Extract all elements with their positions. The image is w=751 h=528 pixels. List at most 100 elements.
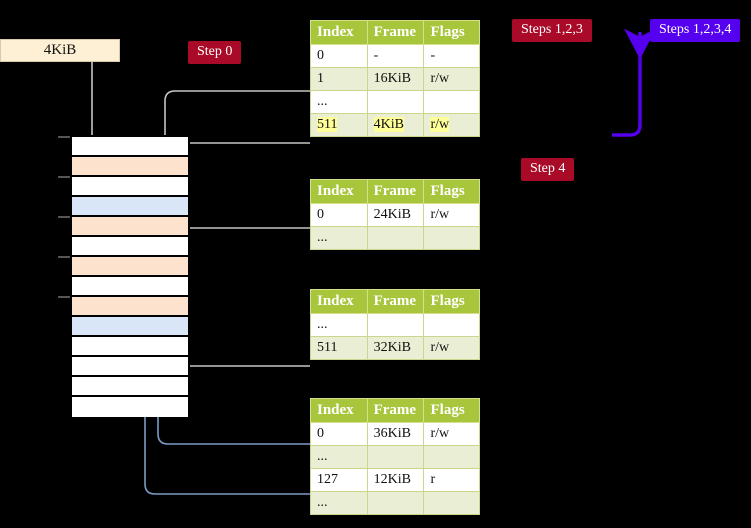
highlighted-value: 511	[317, 117, 338, 132]
table-cell	[366, 90, 425, 114]
badge-step-4: Step 4	[521, 158, 575, 181]
memory-frame-tick	[58, 296, 70, 298]
memory-frame-row	[72, 157, 188, 177]
table-row: ...	[310, 313, 480, 337]
memory-frame-row	[58, 256, 188, 277]
table-cell: 32KiB	[366, 336, 425, 360]
table-cell	[366, 226, 425, 250]
memory-frame-row	[58, 216, 188, 237]
memory-frame-row	[72, 237, 188, 257]
table-cell: -	[423, 44, 480, 68]
memory-frame-tick	[58, 216, 70, 218]
table-cell: r/w	[423, 336, 480, 360]
table-cell: 16KiB	[366, 67, 425, 91]
wire-table2-row0	[177, 227, 310, 265]
memory-frame-row	[72, 277, 188, 297]
memory-frame-row	[72, 357, 188, 377]
memory-frame-tick	[58, 176, 70, 178]
badge-steps-1-2-3: Steps 1,2,3	[512, 19, 592, 42]
table-cell: ...	[310, 445, 368, 469]
table-cell	[423, 445, 480, 469]
block-4kib-label: 4KiB	[43, 42, 77, 58]
table-cell: ...	[310, 226, 368, 250]
table-cell	[366, 313, 425, 337]
table-cell: r/w	[423, 203, 480, 227]
wire-table1-row511	[167, 142, 310, 159]
table-cell: r/w	[423, 113, 480, 137]
wire-violet-loop	[612, 28, 656, 137]
table-cell	[366, 445, 425, 469]
table-cell: r/w	[423, 67, 480, 91]
highlighted-value: r/w	[430, 117, 450, 132]
table-cell: 4KiB	[366, 113, 425, 137]
memory-frame-row	[72, 377, 188, 397]
column-header-frame: Frame	[366, 289, 425, 314]
table-cell: 0	[310, 422, 368, 446]
memory-frame-row	[58, 176, 188, 197]
table-cell: -	[366, 44, 425, 68]
column-header-index: Index	[310, 289, 368, 314]
memory-frame-row	[72, 317, 188, 337]
table-cell: 12KiB	[366, 468, 425, 492]
column-header-index: Index	[310, 179, 368, 204]
table-row: ...	[310, 445, 480, 469]
table-cell: ...	[310, 491, 368, 515]
table-cell	[423, 226, 480, 250]
column-header-frame: Frame	[366, 179, 425, 204]
column-header-flags: Flags	[423, 20, 480, 45]
table-cell	[366, 491, 425, 515]
memory-frame-grid	[58, 135, 190, 417]
block-4kib: 4KiB	[0, 39, 120, 62]
column-header-flags: Flags	[423, 289, 480, 314]
table-cell: 1	[310, 67, 368, 91]
table-row: 511 4KiB r/w	[310, 113, 480, 137]
table-row: ...	[310, 226, 480, 250]
table-cell: 24KiB	[366, 203, 425, 227]
wire-table3-row511	[167, 295, 310, 367]
memory-frame-row	[58, 136, 188, 157]
memory-frame-row	[72, 197, 188, 217]
table-cell: 0	[310, 203, 368, 227]
table-cell: 0	[310, 44, 368, 68]
table-row: ...	[310, 90, 480, 114]
table-cell	[423, 90, 480, 114]
table-cell: 511	[310, 336, 368, 360]
table-cell: ...	[310, 313, 368, 337]
memory-frame-tick	[58, 256, 70, 258]
table-cell	[423, 491, 480, 515]
table-cell: ...	[310, 90, 368, 114]
column-header-index: Index	[310, 20, 368, 45]
column-header-flags: Flags	[423, 179, 480, 204]
table-row: ...	[310, 491, 480, 515]
table-cell	[423, 313, 480, 337]
column-header-frame: Frame	[366, 398, 425, 423]
table-row: 0--	[310, 44, 480, 68]
column-header-index: Index	[310, 398, 368, 423]
table-cell: 127	[310, 468, 368, 492]
memory-frame-row	[72, 397, 188, 417]
memory-frame-row	[58, 296, 188, 317]
badge-steps-1-2-3-4: Steps 1,2,3,4	[650, 19, 741, 42]
column-header-frame: Frame	[366, 20, 425, 45]
highlighted-value: 4KiB	[373, 117, 404, 132]
table-cell: 511	[310, 113, 368, 137]
memory-frame-tick	[58, 136, 70, 138]
column-header-flags: Flags	[423, 398, 480, 423]
table-cell: 36KiB	[366, 422, 425, 446]
table-cell: r/w	[423, 422, 480, 446]
badge-step-0: Step 0	[188, 41, 242, 64]
memory-frame-row	[72, 337, 188, 357]
table-cell: r	[423, 468, 480, 492]
